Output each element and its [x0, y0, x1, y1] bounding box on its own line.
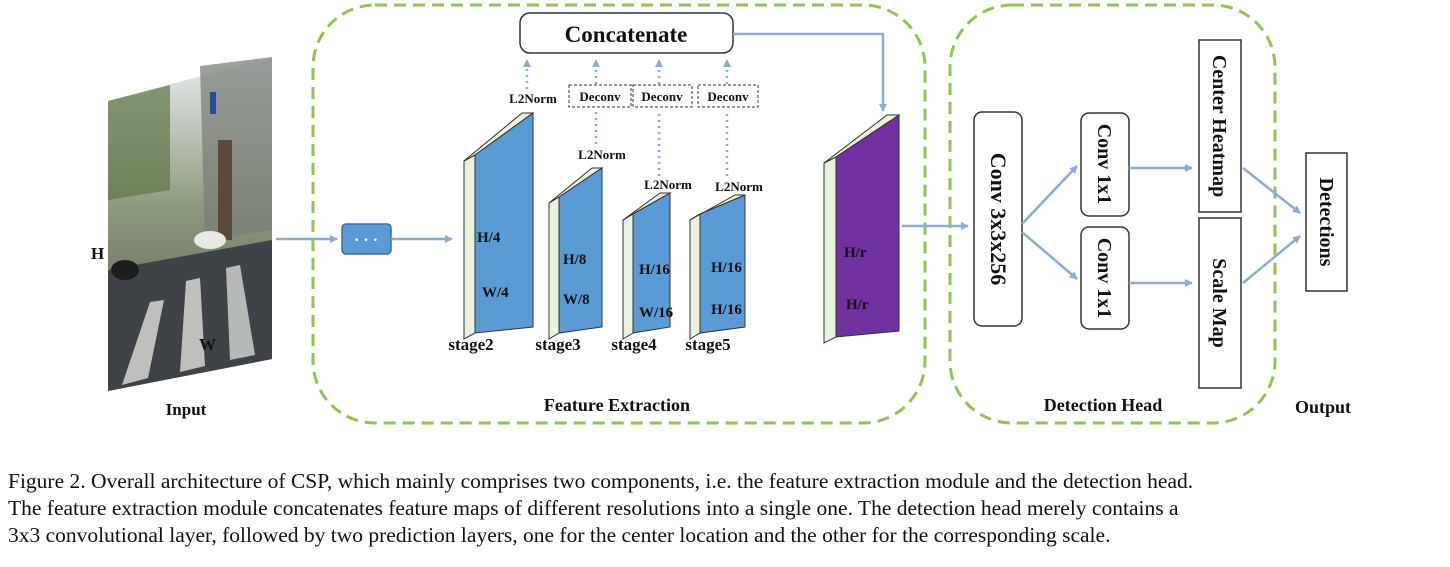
stage5-deconv: Deconv	[707, 89, 749, 104]
conv1x1-top-box	[1080, 112, 1130, 217]
stage5-feature-map	[689, 194, 746, 340]
conv1x1-bottom-label: Conv 1x1	[1093, 238, 1115, 319]
input-label: Input	[166, 400, 207, 419]
arrow-conv3-to-conv1-top	[1021, 165, 1078, 225]
arrow-scale-to-detections	[1242, 235, 1301, 284]
stage2-l2norm: L2Norm	[509, 91, 557, 106]
caption-line-2: The feature extraction module concatenat…	[8, 496, 1179, 520]
stage3-deconv: Deconv	[579, 89, 621, 104]
conv1x1-top-label: Conv 1x1	[1093, 124, 1115, 205]
input-image	[108, 57, 272, 391]
feature-dim-w: H/r	[846, 297, 869, 313]
stage4-dim-w: W/16	[639, 305, 674, 321]
concatenated-feature-map	[823, 114, 901, 344]
stage5-dim-w: H/16	[711, 302, 742, 318]
feature-extraction-label: Feature Extraction	[544, 395, 690, 415]
stage4-feature-map	[622, 192, 672, 340]
stage2-label: stage2	[448, 335, 493, 354]
stage5-l2norm: L2Norm	[715, 179, 763, 194]
stage3-l2norm: L2Norm	[578, 147, 626, 162]
arrow-concat-to-feature	[733, 32, 887, 112]
input-h-label: H	[91, 244, 104, 263]
architecture-diagram: H W Input · · · Concatenate H/4 W/4 stag…	[91, 3, 1351, 425]
detection-head-box	[948, 3, 1277, 425]
arrow-center-to-detections	[1242, 167, 1301, 214]
stage5-deconv-box	[697, 84, 759, 108]
stage3-dim-w: W/8	[563, 292, 590, 308]
stage2-dim-h: H/4	[477, 230, 501, 246]
stage5-label: stage5	[685, 335, 730, 354]
conv3x3-label: Conv 3x3x256	[986, 153, 1011, 286]
feature-extraction-box	[311, 3, 927, 425]
detection-head-label: Detection Head	[1044, 395, 1162, 415]
stage4-l2norm: L2Norm	[644, 177, 692, 192]
arrow-conv3-to-conv1-bottom	[1021, 231, 1078, 280]
stage2-dim-w: W/4	[482, 285, 509, 301]
stage3-label: stage3	[535, 335, 580, 354]
stage4-deconv-box	[632, 84, 693, 108]
stage3-feature-map	[548, 167, 604, 340]
stage3-deconv-box	[568, 84, 632, 108]
conv3x3-box	[973, 111, 1023, 327]
stage2-feature-map	[463, 112, 535, 340]
input-w-label: W	[199, 335, 216, 354]
stage5-dim-h: H/16	[711, 260, 742, 276]
output-label: Output	[1295, 397, 1351, 417]
scale-map-box	[1198, 217, 1242, 389]
scale-map-label: Scale Map	[1208, 258, 1230, 347]
detections-box	[1305, 152, 1348, 292]
concatenate-label: Concatenate	[565, 22, 688, 47]
detections-label: Detections	[1315, 178, 1337, 267]
figure-caption: Figure 2. Overall architecture of CSP, w…	[8, 468, 1444, 549]
stage4-deconv: Deconv	[641, 89, 683, 104]
caption-line-3: 3x3 convolutional layer, followed by two…	[8, 523, 1111, 547]
caption-line-1: Figure 2. Overall architecture of CSP, w…	[8, 469, 1194, 493]
center-heatmap-box	[1198, 39, 1242, 213]
backbone-dots: · · ·	[354, 232, 378, 249]
center-heatmap-label: Center Heatmap	[1208, 55, 1230, 197]
stage3-dim-h: H/8	[563, 252, 586, 268]
stage4-label: stage4	[611, 335, 657, 354]
feature-dim-h: H/r	[844, 245, 867, 261]
conv1x1-bottom-box	[1080, 226, 1130, 330]
stage4-dim-h: H/16	[639, 262, 670, 278]
